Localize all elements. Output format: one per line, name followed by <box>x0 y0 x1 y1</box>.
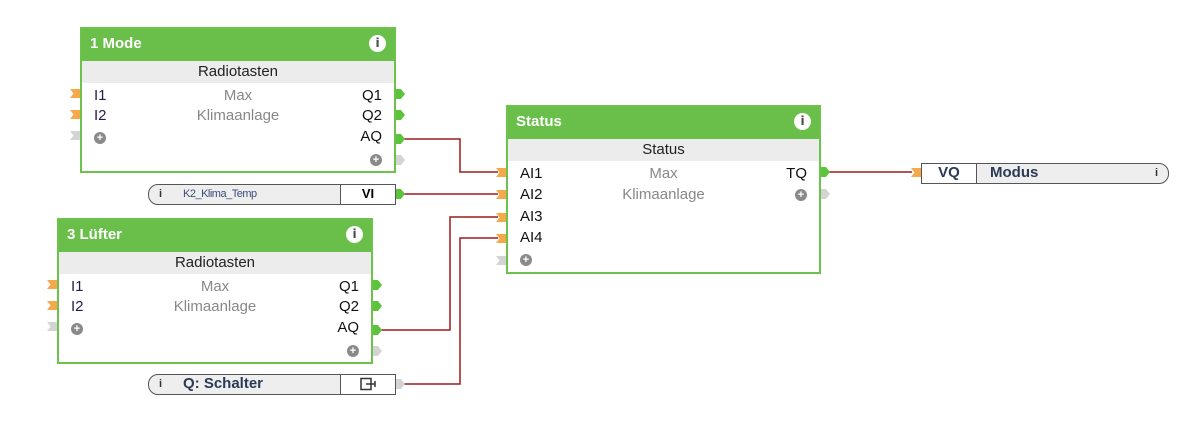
info-icon[interactable]: i <box>346 226 363 243</box>
output-pin-tq[interactable] <box>821 167 830 177</box>
param-label: Max <box>200 278 230 295</box>
input-pin-add[interactable] <box>70 131 80 140</box>
io-input-schalter[interactable]: i Q: Schalter <box>148 374 396 395</box>
output-pin-schalter[interactable] <box>396 379 405 389</box>
input-label: AI4 <box>520 229 543 246</box>
param-label: Klimaanlage <box>196 107 280 124</box>
output-pin-add[interactable] <box>373 346 382 356</box>
output-pin-aq[interactable] <box>373 325 382 335</box>
param-label: Max <box>649 165 678 182</box>
input-pin-ai2[interactable] <box>496 190 506 199</box>
output-pin-add[interactable] <box>396 155 405 165</box>
block-type: Radiotasten <box>82 61 394 83</box>
output-label: Q2 <box>361 107 382 124</box>
output-pin-q2[interactable] <box>396 110 405 120</box>
output-label: Q1 <box>338 278 359 295</box>
info-icon[interactable]: i <box>369 35 386 52</box>
block-header[interactable]: 1 Mode i <box>82 29 394 61</box>
output-label: Q1 <box>361 87 382 104</box>
wire-schalter-to-status-ai4[interactable] <box>404 237 498 385</box>
add-input-icon[interactable]: + <box>520 254 532 266</box>
io-output-modus[interactable]: VQ Modus i <box>921 163 1169 184</box>
input-label: AI1 <box>520 165 543 182</box>
block-title: 3 Lüfter <box>67 226 123 243</box>
io-label: K2_Klima_Temp <box>183 188 257 200</box>
add-output-icon[interactable]: + <box>347 345 359 357</box>
output-pin-vi[interactable] <box>396 189 405 199</box>
io-label: Modus <box>990 164 1039 181</box>
output-pin-aq[interactable] <box>396 134 405 144</box>
input-pin-add[interactable] <box>47 322 57 331</box>
io-type: VQ <box>922 164 977 183</box>
io-label: Q: Schalter <box>183 375 264 392</box>
output-pin-q1[interactable] <box>373 280 382 290</box>
io-input-klima-temp[interactable]: i K2_Klima_Temp VI <box>148 184 396 205</box>
wire-luefter-aq-to-status-ai3[interactable] <box>381 216 498 331</box>
output-pin-q2[interactable] <box>373 301 382 311</box>
add-input-icon[interactable]: + <box>94 132 106 144</box>
input-pin-ai1[interactable] <box>496 168 506 177</box>
input-pin-ai4[interactable] <box>496 234 506 243</box>
output-label: Q2 <box>338 298 359 315</box>
block-1-mode[interactable]: 1 Mode i Radiotasten I1 I2 Max Klimaanla… <box>80 27 396 173</box>
param-label: Klimaanlage <box>173 298 257 315</box>
param-label: Klimaanlage <box>622 186 705 203</box>
info-icon[interactable]: i <box>159 378 163 390</box>
block-type: Radiotasten <box>59 252 371 274</box>
info-icon[interactable]: i <box>794 113 811 130</box>
output-label: TQ <box>786 165 807 182</box>
output-label: AQ <box>360 128 382 145</box>
block-status[interactable]: Status i Status AI1 AI2 AI3 AI4 Max Klim… <box>506 105 821 274</box>
input-label: I2 <box>94 107 107 124</box>
output-pin-add[interactable] <box>821 189 830 199</box>
input-label: AI3 <box>520 208 543 225</box>
input-label: I2 <box>71 298 84 315</box>
input-label: AI2 <box>520 186 543 203</box>
input-pin-i1[interactable] <box>70 89 80 98</box>
param-label: Max <box>223 87 253 104</box>
info-icon[interactable]: i <box>1154 167 1158 179</box>
output-label: AQ <box>337 319 359 336</box>
input-pin-vq[interactable] <box>911 168 921 177</box>
output-symbol-icon <box>360 377 376 391</box>
add-input-icon[interactable]: + <box>71 323 83 335</box>
input-pin-i2[interactable] <box>47 301 57 310</box>
add-output-icon[interactable]: + <box>795 189 807 201</box>
block-header[interactable]: 3 Lüfter i <box>59 220 371 252</box>
info-icon[interactable]: i <box>159 188 163 200</box>
input-pin-add[interactable] <box>496 256 506 265</box>
add-output-icon[interactable]: + <box>370 154 382 166</box>
input-label: I1 <box>94 87 107 104</box>
io-type: VI <box>340 185 395 204</box>
input-pin-ai3[interactable] <box>496 213 506 222</box>
wire-mode-aq-to-status-ai1[interactable] <box>404 138 498 173</box>
block-type: Status <box>508 139 819 161</box>
input-label: I1 <box>71 278 84 295</box>
output-pin-q1[interactable] <box>396 89 405 99</box>
block-title: Status <box>516 113 562 130</box>
block-header[interactable]: Status i <box>508 107 819 139</box>
input-pin-i1[interactable] <box>47 280 57 289</box>
input-pin-i2[interactable] <box>70 110 80 119</box>
block-3-luefter[interactable]: 3 Lüfter i Radiotasten I1 I2 Max Klimaan… <box>57 218 373 364</box>
block-title: 1 Mode <box>90 35 142 52</box>
io-type <box>340 375 395 394</box>
